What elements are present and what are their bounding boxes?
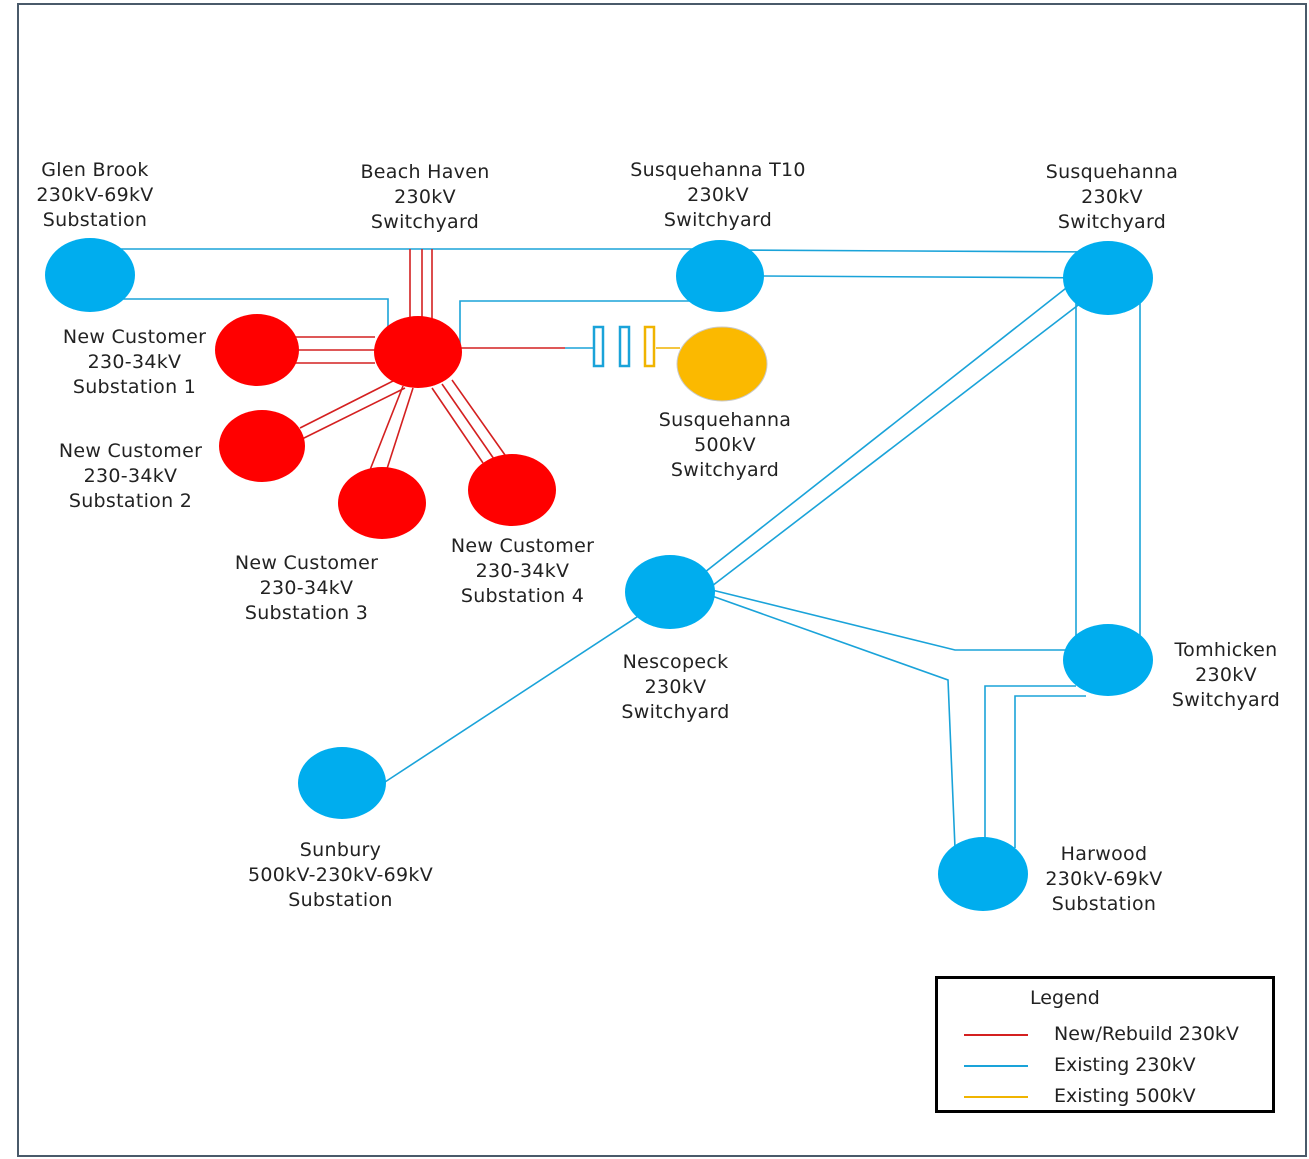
nodes xyxy=(45,238,1153,911)
line-beachhaven-t10 xyxy=(459,300,700,345)
node-susq-230 xyxy=(1063,241,1153,315)
label-beach-haven: Beach Haven 230kV Switchyard xyxy=(360,161,490,233)
existing-230kv-lines xyxy=(90,248,1141,849)
node-susq-500 xyxy=(676,326,768,402)
legend: Legend New/Rebuild 230kV Existing 230kV … xyxy=(935,976,1275,1113)
transformer-coil-1 xyxy=(592,325,605,368)
line-nescopeck-harwood xyxy=(711,595,956,849)
legend-label-existing-230: Existing 230kV xyxy=(1054,1054,1196,1076)
legend-label-existing-500: Existing 500kV xyxy=(1054,1085,1196,1107)
label-susq-t10: Susquehanna T10 230kV Switchyard xyxy=(630,159,806,231)
line-bh-nc2-a xyxy=(299,379,396,429)
node-nescopeck xyxy=(625,555,715,629)
legend-label-new-rebuild: New/Rebuild 230kV xyxy=(1054,1023,1239,1045)
line-tomhicken-harwood-a xyxy=(984,685,1076,848)
node-susq-t10 xyxy=(676,240,764,312)
transformer-coil-3 xyxy=(643,325,656,368)
label-susq-230: Susquehanna 230kV Switchyard xyxy=(1045,161,1179,233)
diagram-frame xyxy=(17,3,1307,1157)
line-bh-nc4-a xyxy=(431,387,484,464)
line-susq230-nescopeck-b xyxy=(711,295,1091,587)
node-harwood xyxy=(938,837,1028,911)
transformer-coil-2 xyxy=(618,325,631,368)
label-glen-brook: Glen Brook 230kV-69kV Substation xyxy=(36,159,154,231)
node-sunbury xyxy=(298,747,386,819)
line-bh-nc4-b xyxy=(441,383,495,460)
legend-item-new-rebuild: New/Rebuild 230kV xyxy=(964,1023,1264,1049)
label-new-cust-2: New Customer 230-34kV Substation 2 xyxy=(58,440,203,512)
line-tomhicken-harwood-b xyxy=(1014,695,1086,848)
line-nescopeck-sunbury xyxy=(384,614,641,783)
label-new-cust-3: New Customer 230-34kV Substation 3 xyxy=(234,552,379,624)
node-beach-haven xyxy=(374,316,462,388)
label-new-cust-4: New Customer 230-34kV Substation 4 xyxy=(450,535,595,607)
line-bh-nc4-c xyxy=(451,379,506,456)
label-tomhicken: Tomhicken 230kV Switchyard xyxy=(1171,639,1281,711)
legend-title: Legend xyxy=(1030,987,1100,1009)
line-t10-susq230-b xyxy=(759,275,1109,279)
node-new-cust-3 xyxy=(338,467,426,539)
node-tomhicken xyxy=(1063,624,1153,696)
label-nescopeck: Nescopeck 230kV Switchyard xyxy=(621,651,730,723)
label-new-cust-1: New Customer 230-34kV Substation 1 xyxy=(62,326,207,398)
legend-swatch-existing-500 xyxy=(964,1096,1028,1098)
legend-swatch-existing-230 xyxy=(964,1065,1028,1067)
line-nescopeck-tomhicken xyxy=(711,589,1108,651)
node-glen-brook xyxy=(45,238,135,312)
line-susq230-nescopeck-a xyxy=(699,284,1071,577)
line-t10-susq230-a xyxy=(719,249,1109,253)
node-new-cust-2 xyxy=(219,410,305,482)
label-sunbury: Sunbury 500kV-230kV-69kV Substation xyxy=(248,839,433,911)
new-rebuild-230kv-lines xyxy=(295,249,565,476)
label-harwood: Harwood 230kV-69kV Substation xyxy=(1045,843,1163,915)
legend-item-existing-500: Existing 500kV xyxy=(964,1085,1264,1111)
transformer-symbol xyxy=(592,325,656,368)
line-bh-nc3-b xyxy=(384,387,414,476)
node-new-cust-4 xyxy=(468,454,556,526)
legend-item-existing-230: Existing 230kV xyxy=(964,1054,1264,1080)
label-susq-500: Susquehanna 500kV Switchyard xyxy=(658,409,792,481)
line-bh-nc2-b xyxy=(299,387,406,441)
node-new-cust-1 xyxy=(215,314,299,386)
legend-swatch-new-rebuild xyxy=(964,1034,1028,1036)
line-bh-nc3-a xyxy=(367,385,404,476)
